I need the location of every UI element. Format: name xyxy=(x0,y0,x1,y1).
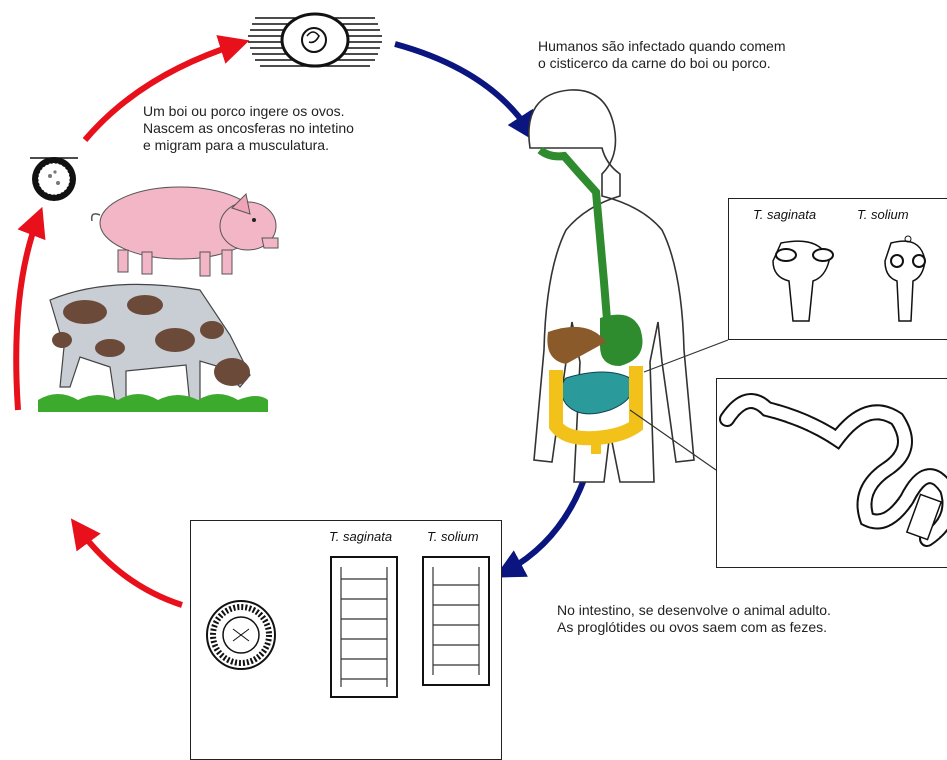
scolex-label-saginata: T. saginata xyxy=(753,207,816,222)
eggs-box: T. saginata T. solium xyxy=(190,520,502,760)
tapeworm-icon xyxy=(717,379,947,565)
scolex-icon xyxy=(773,241,833,321)
scolex-box: T. saginata T. solium xyxy=(728,198,947,340)
caption-animals: Um boi ou porco ingere os ovos. Nascem a… xyxy=(143,103,443,154)
egg-icon xyxy=(207,601,275,669)
scolex-label-solium: T. solium xyxy=(857,207,909,222)
caption-intestine: No intestino, se desenvolve o animal adu… xyxy=(557,602,937,636)
proglottid-icon xyxy=(331,557,397,697)
cow-icon xyxy=(38,284,268,412)
proglottid-label-solium: T. solium xyxy=(427,529,479,544)
red-arrow-to-animals xyxy=(78,528,182,605)
blue-arrow-to-eggs xyxy=(505,468,588,572)
human-body-icon xyxy=(529,90,694,482)
pig-icon xyxy=(92,187,278,276)
caption-humans: Humanos são infectado quando comem o cis… xyxy=(538,38,898,72)
oncosphere-icon xyxy=(30,157,78,201)
proglottid-label-saginata: T. saginata xyxy=(329,529,392,544)
eggs-and-proglottids xyxy=(191,549,501,759)
scolex-icons xyxy=(731,227,947,337)
red-arrow-to-oncosphere xyxy=(16,218,38,410)
scolex-icon xyxy=(885,236,925,321)
proglottid-icon xyxy=(423,557,489,685)
tapeworm-box xyxy=(716,378,947,568)
cysticercus-icon xyxy=(248,14,382,66)
